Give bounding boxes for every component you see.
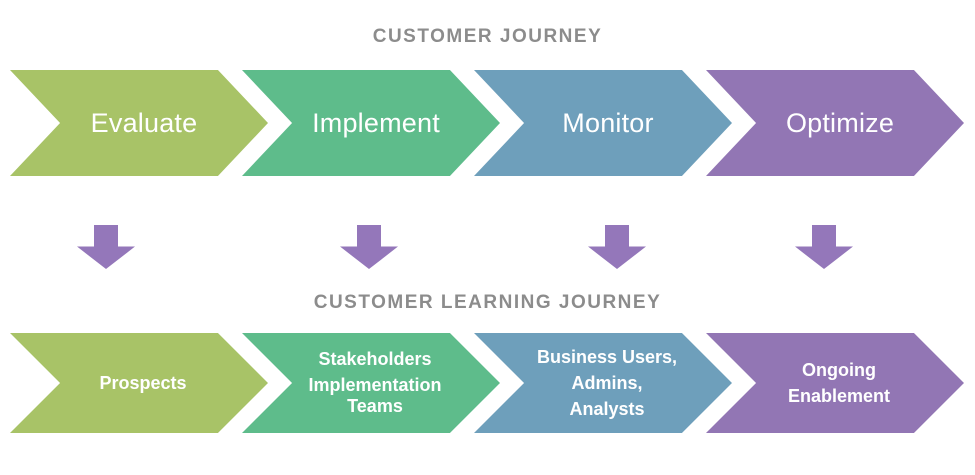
journey-stage-label: Monitor bbox=[562, 107, 654, 138]
learning-stage-ongoing-enablement: Ongoing Enablement bbox=[706, 333, 964, 433]
customer-journey-title: CUSTOMER JOURNEY bbox=[372, 26, 603, 47]
journey-stage-label: Implement bbox=[312, 107, 440, 138]
journey-stage-monitor: Monitor bbox=[474, 70, 732, 176]
learning-stage-text: Business Users, Admins, Analysts bbox=[536, 346, 678, 419]
journey-stage-implement: Implement bbox=[242, 70, 500, 176]
learning-stage-business-users: Business Users, Admins, Analysts bbox=[474, 333, 732, 433]
journey-stage-label: Evaluate bbox=[90, 107, 198, 138]
down-arrow-icon bbox=[795, 225, 853, 269]
journey-stage-optimize: Optimize bbox=[706, 70, 964, 176]
down-arrow-icon bbox=[588, 225, 646, 269]
down-arrow-icon bbox=[77, 225, 135, 269]
learning-stage-prospects: Prospects bbox=[10, 333, 268, 433]
journey-stage-evaluate: Evaluate bbox=[10, 70, 268, 176]
learning-stage-text: Stakeholders Implementation Teams bbox=[308, 349, 442, 416]
learning-stage-text: Prospects bbox=[99, 372, 187, 393]
journey-stage-label: Optimize bbox=[785, 107, 895, 138]
learning-stage-stakeholders: Stakeholders Implementation Teams bbox=[242, 333, 500, 433]
down-arrow-icon bbox=[340, 225, 398, 269]
customer-learning-journey-title: CUSTOMER LEARNING JOURNEY bbox=[313, 292, 662, 313]
learning-stage-text: Ongoing Enablement bbox=[787, 359, 891, 406]
